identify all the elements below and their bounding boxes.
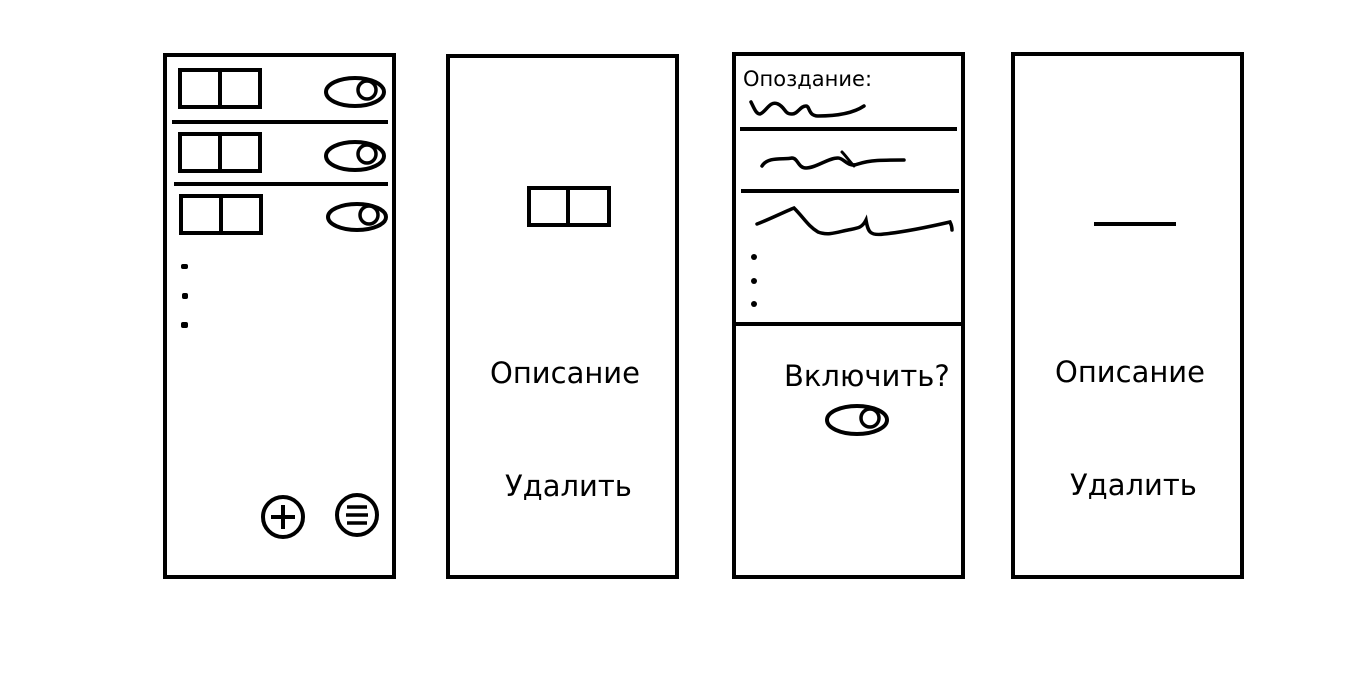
lateness-screen: Опоздание: Включить? xyxy=(732,52,965,579)
toggle-icon[interactable] xyxy=(324,76,389,110)
circle-plus-icon[interactable] xyxy=(259,493,309,543)
time-boxes-icon[interactable] xyxy=(178,132,262,173)
dash-icon[interactable] xyxy=(1092,220,1180,228)
alarm-edit-screen: Описание Удалить xyxy=(446,54,679,579)
alarm-edit-empty-screen: Описание Удалить xyxy=(1011,52,1244,579)
time-boxes-icon[interactable] xyxy=(178,68,262,109)
circle-menu-icon[interactable] xyxy=(333,491,383,541)
toggle-icon[interactable] xyxy=(324,140,389,174)
toggle-icon[interactable] xyxy=(326,201,391,235)
alarm-list-screen xyxy=(163,53,396,579)
late-label: Опоздание: xyxy=(743,67,873,91)
scribble-value-2[interactable] xyxy=(758,146,908,176)
description-button[interactable]: Описание xyxy=(1055,355,1205,389)
vertical-ellipsis-icon xyxy=(181,264,188,328)
row-divider xyxy=(174,182,388,186)
scribble-value-1[interactable] xyxy=(748,94,872,124)
description-button[interactable]: Описание xyxy=(490,356,640,390)
time-boxes-icon[interactable] xyxy=(179,194,263,235)
section-divider xyxy=(736,322,962,326)
delete-button[interactable]: Удалить xyxy=(1070,468,1197,502)
delete-button[interactable]: Удалить xyxy=(505,469,632,503)
time-boxes-icon[interactable] xyxy=(527,186,611,227)
list-divider xyxy=(741,189,959,193)
list-divider xyxy=(740,127,957,131)
row-divider xyxy=(172,120,388,124)
toggle-icon[interactable] xyxy=(824,404,890,438)
enable-question: Включить? xyxy=(784,359,950,393)
vertical-ellipsis-icon xyxy=(751,254,757,307)
scribble-value-3[interactable] xyxy=(754,205,954,246)
